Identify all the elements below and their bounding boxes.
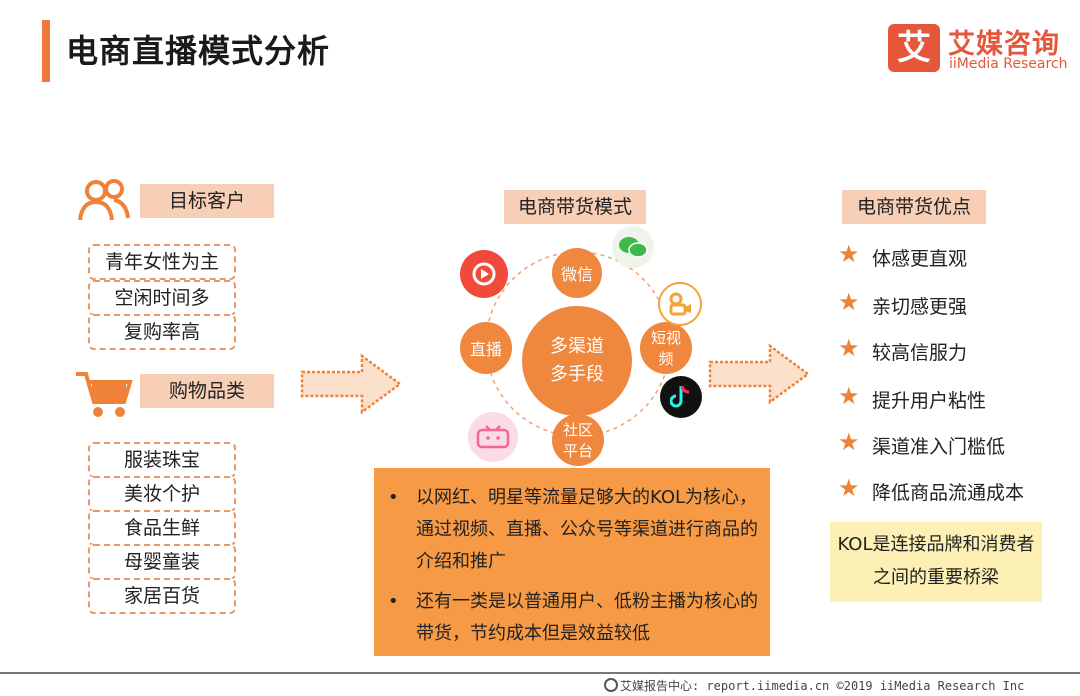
- shopping-cart-icon: [76, 372, 133, 417]
- music-note-icon: [670, 385, 690, 408]
- advantage-item: 提升用户粘性: [872, 390, 987, 412]
- brand-name-cn: 艾媒咨询: [948, 29, 1060, 60]
- advantage-label: 电商带货优点: [842, 190, 986, 224]
- category-item: 美妆个护: [88, 476, 236, 512]
- target-item: 青年女性为主: [88, 244, 236, 280]
- target-item: 复购率高: [88, 314, 236, 350]
- chat-bubble-icon: [619, 237, 648, 258]
- advantage-item: 较高信服力: [872, 342, 968, 364]
- advantage-item: 体感更直观: [872, 248, 968, 270]
- wechat-logo: [612, 226, 654, 268]
- box-item-text: 还有一类是以普通用户、低粉主播为核心的带货，节约成本但是效益较低: [416, 591, 758, 644]
- target-customer-label: 目标客户: [140, 184, 274, 218]
- advantage-item: 渠道准入门槛低: [872, 436, 1006, 458]
- star-icon: ★: [838, 428, 860, 456]
- star-icon: ★: [838, 334, 860, 362]
- arrow-right-icon: [300, 353, 403, 415]
- box-bullet: • 以网红、明星等流量足够大的KOL为核心，通过视频、直播、公众号等渠道进行商品…: [388, 482, 760, 578]
- channel-short-video: 短视频: [640, 322, 692, 374]
- kol-note: KOL是连接品牌和消费者之间的重要桥梁: [830, 522, 1042, 602]
- bullet-dot: •: [388, 591, 399, 612]
- advantage-item: 亲切感更强: [872, 296, 968, 318]
- channel-wechat: 微信: [552, 248, 602, 298]
- mode-description-box: • 以网红、明星等流量足够大的KOL为核心，通过视频、直播、公众号等渠道进行商品…: [374, 468, 770, 656]
- camera-icon: [669, 292, 691, 316]
- mode-label: 电商带货模式: [504, 190, 646, 224]
- page-title: 电商直播模式分析: [66, 32, 331, 70]
- category-label: 购物品类: [140, 374, 274, 408]
- taobao-live-logo: [460, 250, 508, 298]
- brand-name-en: iiMedia Research: [949, 56, 1068, 72]
- hub-line2: 多手段: [550, 364, 604, 385]
- globe-icon: [604, 678, 618, 692]
- category-item: 母婴童装: [88, 544, 236, 580]
- target-item: 空闲时间多: [88, 280, 236, 316]
- footer-text: 艾媒报告中心: report.iimedia.cn ©2019 iiMedia …: [620, 679, 1025, 693]
- douyin-logo: [660, 376, 702, 418]
- hub-bubble: 多渠道 多手段: [522, 306, 632, 416]
- star-icon: ★: [838, 382, 860, 410]
- people-icon: [78, 179, 130, 221]
- kuaishou-logo: [658, 282, 702, 326]
- title-accent-bar: [42, 20, 50, 82]
- bullet-dot: •: [388, 487, 399, 508]
- tv-icon: [476, 425, 510, 449]
- box-bullet: • 还有一类是以普通用户、低粉主播为核心的带货，节约成本但是效益较低: [388, 586, 760, 650]
- bilibili-logo: [468, 412, 518, 462]
- brand-logo-mark: 艾: [888, 24, 940, 72]
- star-icon: ★: [838, 288, 860, 316]
- hub-line1: 多渠道: [550, 336, 604, 357]
- star-icon: ★: [838, 240, 860, 268]
- arrow-right-icon: [708, 343, 811, 405]
- footer-divider: [0, 672, 1080, 674]
- category-item: 家居百货: [88, 578, 236, 614]
- category-item: 食品生鲜: [88, 510, 236, 546]
- advantage-item: 降低商品流通成本: [872, 482, 1025, 504]
- box-item-text: 以网红、明星等流量足够大的KOL为核心，通过视频、直播、公众号等渠道进行商品的介…: [416, 487, 758, 572]
- star-icon: ★: [838, 474, 860, 502]
- category-item: 服装珠宝: [88, 442, 236, 478]
- channel-community: 社区平台: [552, 414, 604, 466]
- channel-live: 直播: [460, 322, 512, 374]
- play-icon: [472, 262, 496, 286]
